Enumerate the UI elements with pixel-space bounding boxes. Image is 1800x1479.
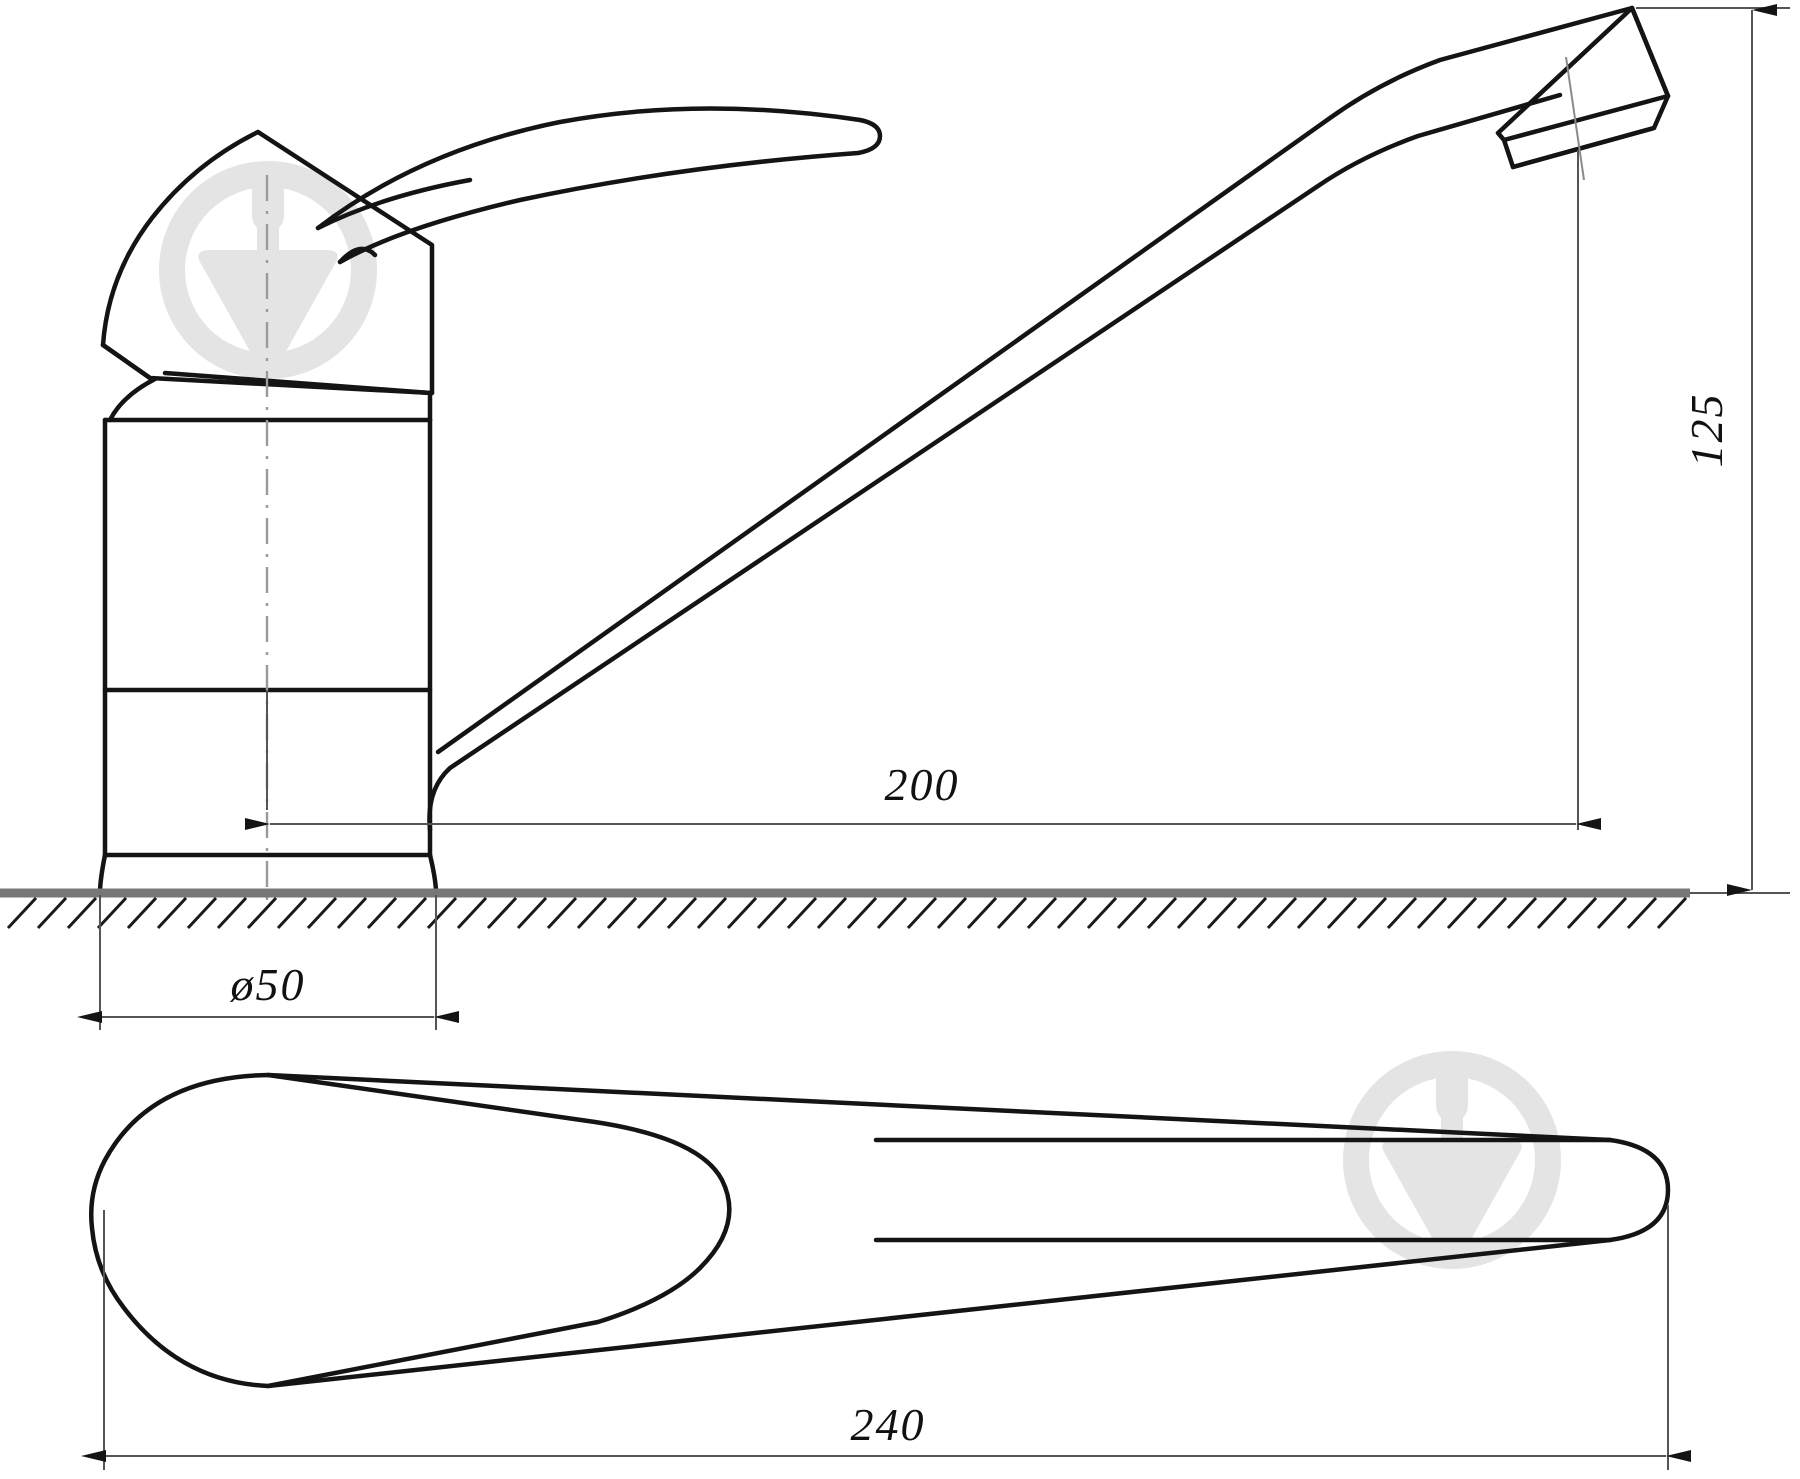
dimension-overall-length: 240 bbox=[81, 1205, 1691, 1470]
dimension-spout-reach: 200 bbox=[245, 150, 1601, 830]
dimension-label-overall-length: 240 bbox=[851, 1399, 926, 1450]
aerator-axis-centerline bbox=[1565, 56, 1585, 181]
mounting-surface bbox=[0, 888, 1690, 930]
dimension-label-spout-reach: 200 bbox=[885, 759, 960, 810]
aerator-head bbox=[1495, 5, 1671, 170]
lever-handle bbox=[315, 106, 883, 265]
dimension-label-base-diameter: ø50 bbox=[230, 959, 306, 1010]
plan-spout-edges bbox=[873, 1137, 1613, 1243]
mixer-cap-shroud bbox=[100, 129, 435, 396]
top-plan-view bbox=[89, 1072, 1671, 1389]
swivel-spout bbox=[427, 5, 1635, 833]
mounting-surface-hatching bbox=[6, 896, 1688, 930]
plan-lever-handle-outline bbox=[265, 1072, 732, 1389]
watermark-bottom bbox=[1356, 1052, 1548, 1261]
dimension-spout-height: 125 bbox=[1636, 3, 1790, 896]
plan-outer-outline bbox=[89, 1072, 1671, 1389]
dimension-label-spout-height: 125 bbox=[1681, 393, 1732, 468]
dimension-base-diameter: ø50 bbox=[77, 895, 459, 1030]
side-elevation-view bbox=[97, 5, 1671, 896]
